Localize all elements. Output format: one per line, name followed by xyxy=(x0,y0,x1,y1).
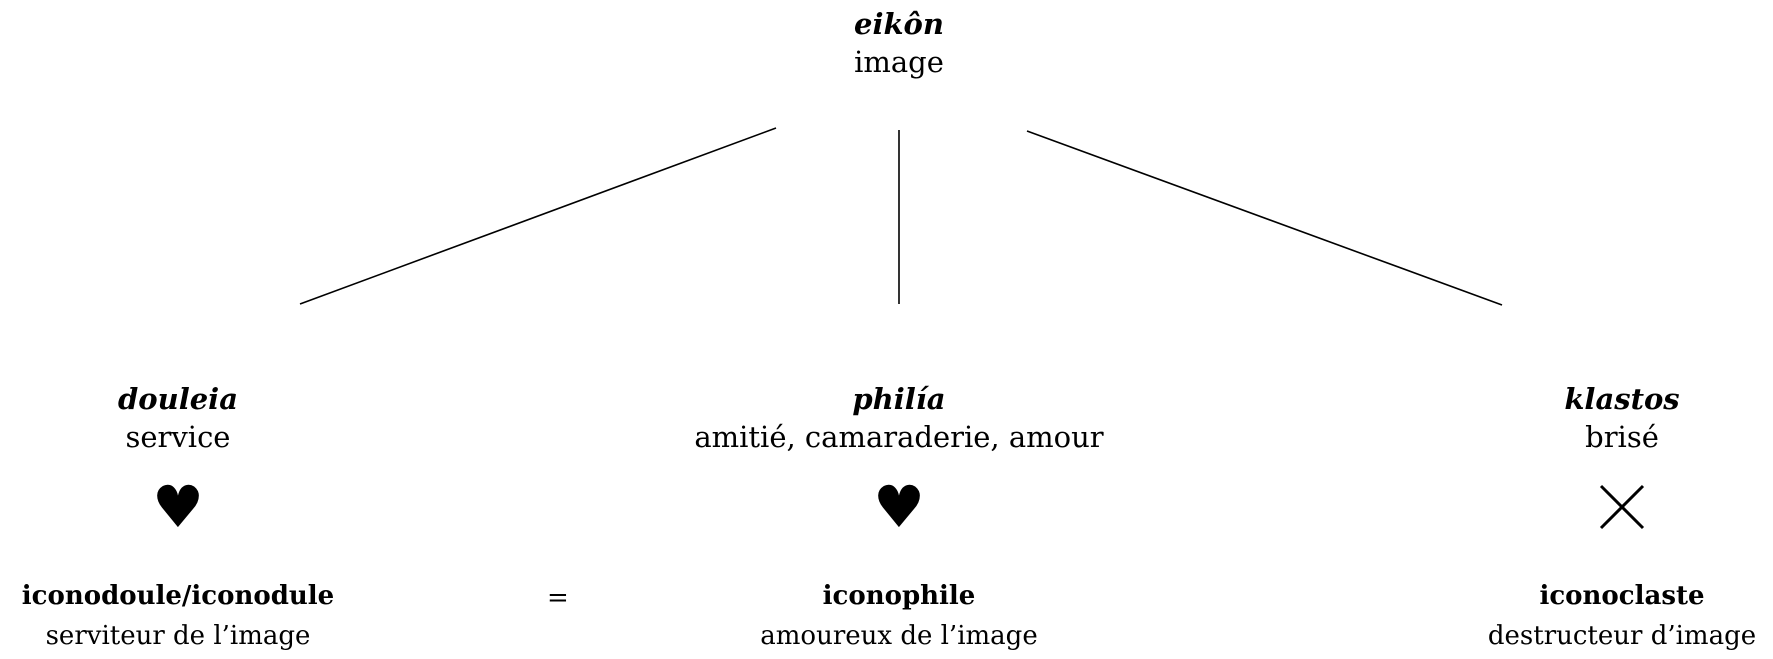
root-meaning: image xyxy=(854,45,944,79)
heart-icon: ♥ xyxy=(873,473,925,541)
branch-meaning: brisé xyxy=(1585,420,1659,454)
result-iconophile: iconophile amoureux de l’image xyxy=(699,576,1099,656)
result-word: iconophile xyxy=(822,581,976,611)
connector-left xyxy=(299,127,777,305)
result-iconoclaste: iconoclaste destructeur d’image xyxy=(1472,576,1772,656)
connector-right xyxy=(1026,130,1503,306)
branch-term: douleia xyxy=(118,382,238,416)
branch-douleia: douleia service xyxy=(28,380,328,456)
equals-sign: = xyxy=(547,583,569,613)
heart-icon: ♥ xyxy=(152,473,204,541)
result-gloss: destructeur d’image xyxy=(1487,621,1757,651)
cross-icon xyxy=(1572,482,1672,540)
branch-meaning: amitié, camaraderie, amour xyxy=(694,420,1104,454)
branch-term: philía xyxy=(852,382,946,416)
branch-klastos: klastos brisé xyxy=(1472,380,1772,456)
branch-term: klastos xyxy=(1564,382,1680,416)
result-word: iconoclaste xyxy=(1539,581,1705,611)
cross-icon-shape xyxy=(1599,484,1645,530)
result-gloss: serviteur de l’image xyxy=(45,621,311,651)
result-gloss: amoureux de l’image xyxy=(760,621,1038,651)
result-word: iconodoule/iconodule xyxy=(21,581,335,611)
result-iconodoule: iconodoule/iconodule serviteur de l’imag… xyxy=(0,576,356,656)
branch-philia: philía amitié, camaraderie, amour xyxy=(649,380,1149,456)
root-node: eikôn image xyxy=(799,5,999,81)
root-term: eikôn xyxy=(854,7,944,41)
branch-meaning: service xyxy=(125,420,231,454)
